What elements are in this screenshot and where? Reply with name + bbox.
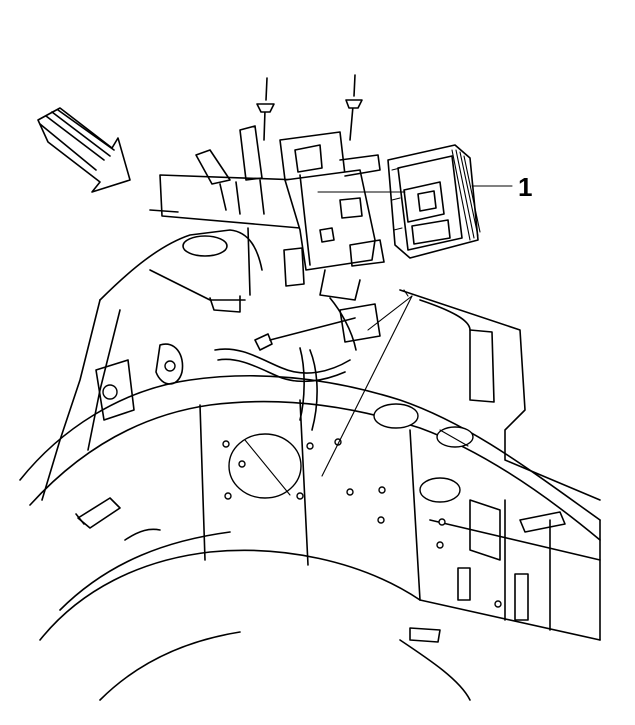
- frame-access-hole: [228, 433, 302, 499]
- callout-label-1: 1: [518, 172, 532, 202]
- wheelhouse-frame: [19, 374, 601, 701]
- mounting-bracket: [149, 125, 385, 343]
- wiring-harness: [214, 297, 357, 431]
- leader-lines: [317, 185, 513, 477]
- fastener-left: [256, 77, 275, 141]
- direction-arrow-icon: [37, 107, 131, 193]
- bracket-bolt: [254, 317, 356, 351]
- right-panel: [373, 289, 601, 643]
- fastener-right: [345, 74, 363, 141]
- strut-tower: [41, 229, 263, 541]
- control-module: [387, 144, 481, 259]
